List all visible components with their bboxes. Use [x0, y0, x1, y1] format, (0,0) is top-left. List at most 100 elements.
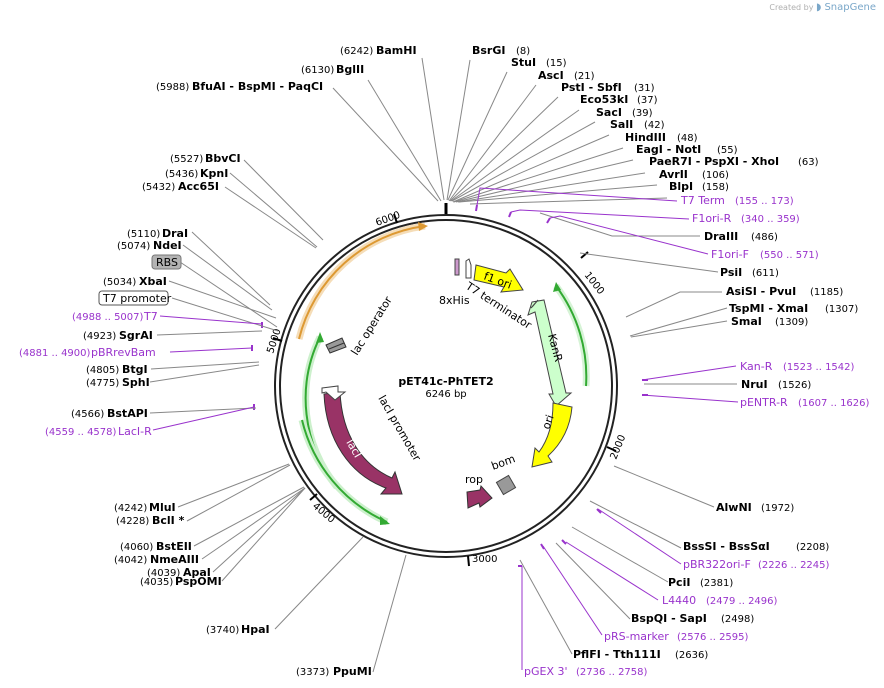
site-bsrgi: BsrGI [472, 44, 505, 57]
primer-labels: T7 Term (155 .. 173) F1ori-R (340 .. 359… [19, 194, 870, 678]
feature-rop [466, 484, 493, 509]
site-bglii-pos: (6130) [301, 65, 334, 76]
tick-4000 [309, 493, 318, 501]
backbone-outer [274, 214, 618, 558]
primer-mark-f1orif [546, 217, 551, 224]
arc-green-lower [301, 419, 388, 523]
primer-laci-r-range: (4559 .. 4578) [45, 427, 117, 438]
primer-f1orir: F1ori-R [692, 212, 732, 225]
primer-kanr-range: (1523 .. 1542) [783, 362, 855, 373]
site-pspomi-pos: (4035) [140, 577, 173, 588]
site-bsssi-bsssai-pos: (2208) [796, 542, 829, 553]
plasmid-size: 6246 bp [425, 389, 466, 400]
site-pcii-pos: (2381) [700, 578, 733, 589]
primer-t7-range: (4988 .. 5007) [72, 312, 144, 323]
site-btgi-pos: (4805) [86, 365, 119, 376]
site-sali: SalI [610, 118, 633, 131]
site-xbai: XbaI [139, 275, 167, 288]
site-tspmi-xmai-pos: (1307) [825, 304, 858, 315]
site-bbvci: BbvCI [205, 152, 241, 165]
primer-t7: T7 [143, 310, 158, 323]
feature-label-laci-promoter: lacI promoter [375, 393, 423, 464]
primer-pbr322orif: pBR322ori-F [683, 558, 751, 571]
arc-green-left-head [316, 332, 324, 343]
site-paer7i-pspxi-xhoi-pos: (63) [798, 157, 819, 168]
feature-f1ori [473, 264, 524, 293]
site-asisi-pvui: AsiSI - PvuI [726, 285, 796, 298]
site-nmeaiii: NmeAIII [150, 553, 199, 566]
site-pflfi-tth111i: PflFI - Tth111I [573, 648, 661, 661]
site-ppumi-pos: (3373) [296, 667, 329, 678]
site-xbai-pos: (5034) [103, 277, 136, 288]
site-drai: DraI [162, 227, 188, 240]
site-sphi-pos: (4775) [86, 378, 119, 389]
primer-pentrr: pENTR-R [740, 396, 788, 409]
feature-label-lac-operator: lac operator [349, 294, 396, 358]
tick-3000 [467, 555, 470, 567]
primer-leader-lines [152, 187, 739, 670]
site-tspmi-xmai: TspMI - XmaI [729, 302, 808, 315]
tick-6000 [393, 213, 398, 224]
primer-pbrrevbam: pBRrevBam [91, 346, 156, 359]
feature-laci [323, 391, 403, 495]
site-stui-pos: (15) [546, 58, 567, 69]
site-alwni: AlwNI [716, 501, 752, 514]
feature-lac-operator [325, 337, 347, 354]
site-nrui: NruI [741, 378, 768, 391]
site-bstapi: BstAPI [107, 407, 148, 420]
site-apai-pos: (4039) [147, 568, 180, 579]
feature-label-rop: rop [465, 473, 483, 486]
site-eagi-noti: EagI - NotI [636, 143, 701, 156]
arc-green-right [555, 285, 588, 387]
arc-orange-top-line [298, 225, 426, 340]
site-bglii: BglII [336, 63, 364, 76]
snapgene-credit: Created by ◗ SnapGene [769, 2, 876, 13]
tick-label-3000: 3000 [472, 554, 497, 565]
site-labels-right: BsrGI (8) StuI (15) AscI (21) PstI - Sbf… [472, 44, 858, 661]
rbs-label: RBS [156, 256, 178, 269]
primer-f1orif-range: (550 .. 571) [760, 250, 819, 261]
arc-green-right-head [553, 282, 561, 292]
tick-1000 [580, 251, 589, 259]
site-saci: SacI [596, 106, 622, 119]
site-smai: SmaI [731, 315, 762, 328]
site-hpai-pos: (3740) [206, 625, 239, 636]
site-nrui-pos: (1526) [778, 380, 811, 391]
site-bcli-pos: (4228) [116, 516, 149, 527]
site-eco53ki: Eco53kI [580, 93, 628, 106]
site-smai-pos: (1309) [775, 317, 808, 328]
tick-2000 [606, 446, 617, 452]
tick-5000 [272, 337, 283, 342]
site-acc65i: Acc65I [178, 180, 219, 193]
site-nmeaiii-pos: (4042) [114, 555, 147, 566]
primer-l4440: L4440 [662, 594, 696, 607]
site-psii: PsiI [720, 266, 742, 279]
site-bsteii-pos: (4060) [120, 542, 153, 553]
site-hindiii-pos: (48) [677, 133, 698, 144]
site-avrii-pos: (106) [702, 170, 729, 181]
site-bsssi-bsssai: BssSI - BssSαI [683, 540, 770, 553]
snapgene-logo: ◗ SnapGene [815, 2, 876, 13]
site-bcli: BclI * [152, 514, 185, 527]
site-blpi-pos: (158) [702, 182, 729, 193]
primer-pbr322orif-range: (2226 .. 2245) [758, 560, 830, 571]
site-bamhi: BamHI [376, 44, 417, 57]
t7-promoter-label: T7 promoter [102, 292, 172, 305]
primer-mark-prsmarker [540, 543, 545, 550]
site-labels-left: (6242) BamHI (6130) BglII (5988) BfuAI -… [71, 44, 417, 678]
site-asci-pos: (21) [574, 71, 595, 82]
site-avrii: AvrII [659, 168, 688, 181]
site-pspomi: PspOMI [175, 575, 222, 588]
site-mlui-pos: (4242) [114, 503, 147, 514]
site-pflfi-tth111i-pos: (2636) [675, 650, 708, 661]
feature-kanr [527, 299, 573, 407]
site-alwni-pos: (1972) [761, 503, 794, 514]
site-ppumi: PpuMI [333, 665, 372, 678]
primer-pgex3: pGEX 3' [524, 665, 568, 678]
site-draiii-pos: (486) [751, 232, 778, 243]
site-bspqi-sapi: BspQI - SapI [631, 612, 707, 625]
plasmid-name: pET41c-PhTET2 [398, 375, 493, 388]
t7-promoter-box [98, 290, 169, 306]
site-ndei: NdeI [153, 239, 182, 252]
